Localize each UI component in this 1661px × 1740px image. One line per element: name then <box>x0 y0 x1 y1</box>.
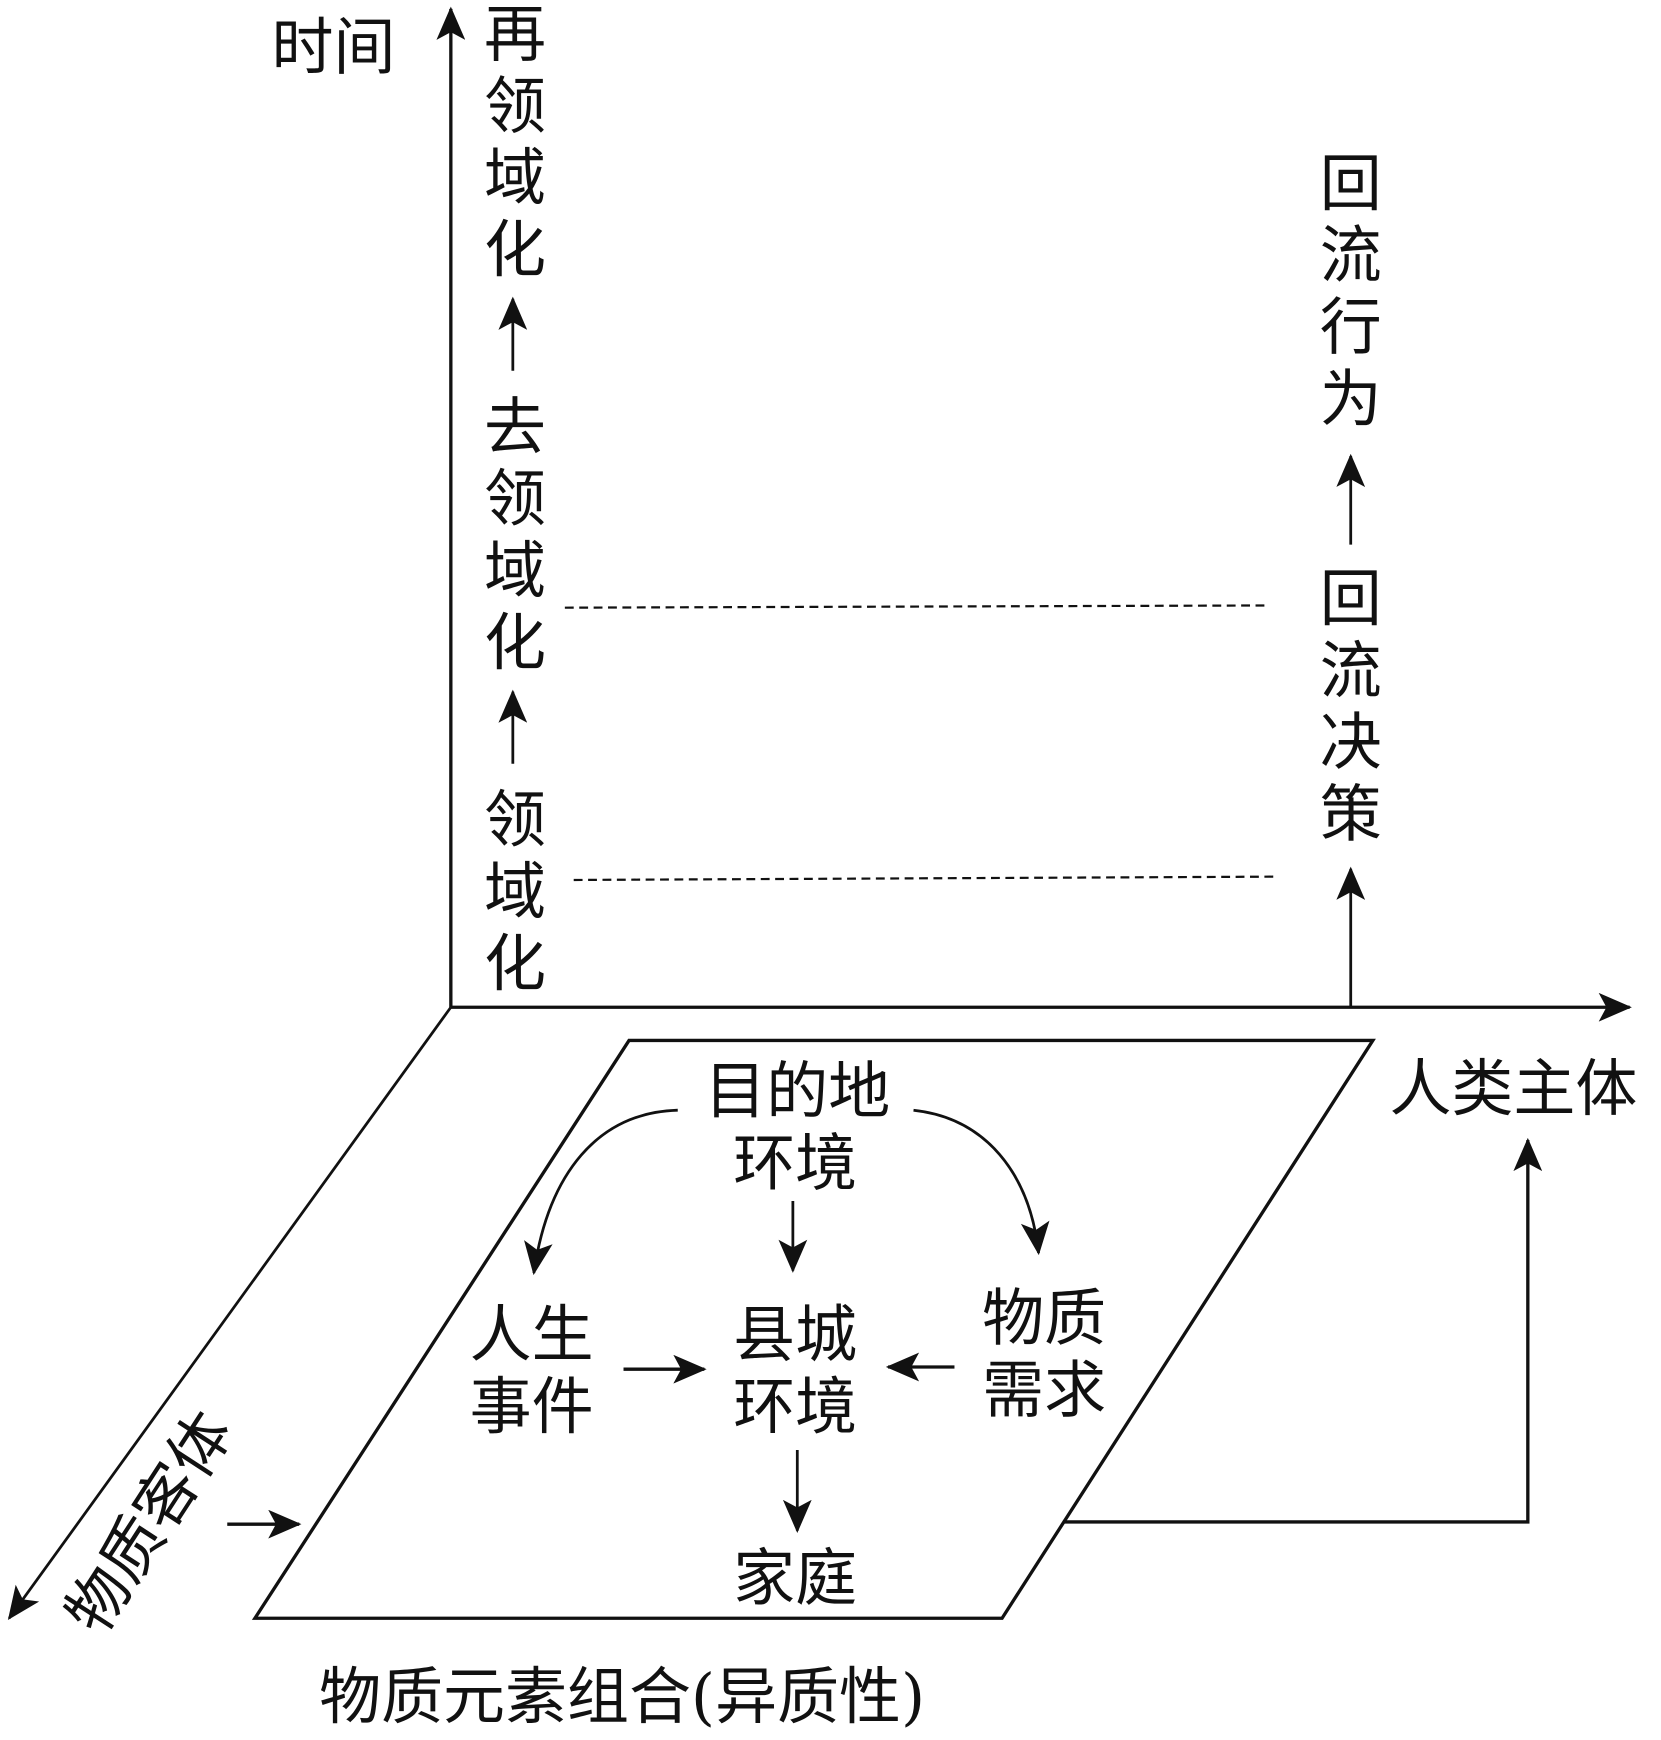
life-events-node: 人生 事件 <box>470 1298 594 1443</box>
svg-text:事件: 事件 <box>470 1370 594 1443</box>
svg-text:再: 再 <box>484 0 546 70</box>
svg-text:回: 回 <box>1320 562 1382 635</box>
svg-text:需求: 需求 <box>982 1353 1106 1426</box>
material-object-label: 物质客体 <box>51 1399 247 1647</box>
svg-text:领: 领 <box>484 69 546 142</box>
material-plane <box>251 1038 1376 1620</box>
county-environment-node: 县城 环境 <box>733 1298 857 1443</box>
human-subject-label: 人类主体 <box>1389 1052 1637 1125</box>
svg-text:域: 域 <box>484 534 546 607</box>
svg-text:域: 域 <box>484 141 546 214</box>
family-node: 家庭 <box>733 1541 857 1614</box>
svg-text:领: 领 <box>484 462 546 535</box>
plane-to-human-subject-connector <box>1062 1137 1543 1524</box>
curved-arrow-right <box>913 1108 1050 1256</box>
svg-text:策: 策 <box>1320 778 1382 851</box>
time-axis-label: 时间 <box>272 11 396 84</box>
material-object-axis <box>7 1006 452 1621</box>
svg-text:回: 回 <box>1320 147 1382 220</box>
deterritorialization-label: 去 领 域 化 <box>484 390 546 679</box>
svg-text:流: 流 <box>1320 219 1382 292</box>
material-combination-label: 物质元素组合(异质性) <box>319 1660 925 1733</box>
svg-text:县城: 县城 <box>733 1298 857 1371</box>
svg-text:流: 流 <box>1320 634 1382 707</box>
reterritorialization-label: 再 领 域 化 <box>484 0 546 286</box>
svg-text:去: 去 <box>484 390 546 463</box>
svg-text:域: 域 <box>484 855 546 928</box>
svg-text:人生: 人生 <box>470 1298 594 1371</box>
dashed-link-upper <box>564 604 1268 609</box>
svg-text:行: 行 <box>1320 291 1382 364</box>
return-decision-label: 回 流 决 策 <box>1320 562 1382 851</box>
svg-text:化: 化 <box>484 606 546 679</box>
svg-text:环境: 环境 <box>733 1370 857 1443</box>
svg-text:目的地: 目的地 <box>704 1054 890 1127</box>
territorialization-label: 领 域 化 <box>484 783 546 1000</box>
svg-text:为: 为 <box>1320 363 1382 436</box>
svg-text:环境: 环境 <box>733 1126 857 1199</box>
material-needs-node: 物质 需求 <box>982 1281 1106 1426</box>
dashed-link-lower <box>573 875 1277 882</box>
curved-arrow-left <box>524 1108 678 1276</box>
svg-text:化: 化 <box>484 213 546 286</box>
svg-text:领: 领 <box>484 783 546 856</box>
svg-text:决: 决 <box>1320 706 1382 779</box>
destination-environment-node: 目的地 环境 <box>704 1054 890 1199</box>
return-behavior-label: 回 流 行 为 <box>1320 147 1382 436</box>
svg-text:物质: 物质 <box>982 1281 1106 1354</box>
svg-text:化: 化 <box>484 927 546 1000</box>
